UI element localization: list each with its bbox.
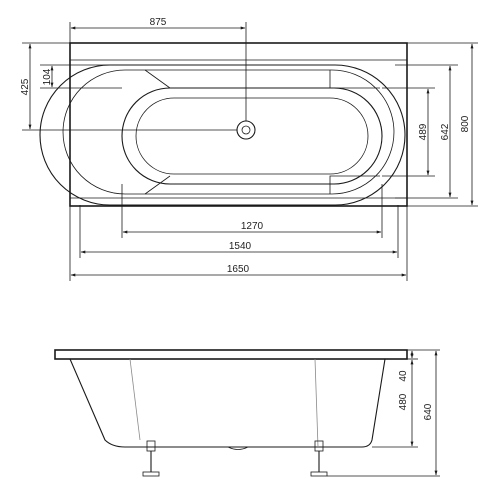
dim-489: 489	[418, 123, 429, 140]
drain-bump	[227, 446, 249, 450]
dim-1650: 1650	[227, 264, 250, 275]
dim-1270: 1270	[241, 221, 264, 232]
dim-1540: 1540	[229, 241, 252, 252]
dim-875: 875	[150, 17, 167, 28]
side-rim	[54, 349, 408, 360]
drain-icon	[236, 120, 256, 140]
dim-800: 800	[460, 115, 471, 132]
basin-outline	[39, 64, 406, 206]
leg-right	[310, 440, 328, 477]
armrest-top	[329, 70, 380, 89]
panel-line	[314, 358, 319, 448]
basin-floor	[121, 87, 383, 185]
tub-outer-rim	[69, 42, 408, 207]
leg-left	[142, 440, 160, 477]
panel-line	[129, 358, 141, 441]
armrest-bottom	[329, 175, 380, 194]
basin-floor-inner	[135, 97, 369, 175]
top-view: 875 425 104 489 642 800 1270 1540	[20, 17, 478, 281]
dim-480: 480	[398, 393, 409, 410]
headrest-bottom	[144, 175, 171, 195]
side-tub-body	[69, 358, 386, 448]
dim-40: 40	[398, 370, 409, 382]
basin-offset	[62, 69, 395, 195]
headrest-top	[144, 69, 171, 89]
dim-640: 640	[423, 403, 434, 420]
dim-642: 642	[440, 123, 451, 140]
dim-104: 104	[42, 68, 53, 85]
dim-425: 425	[20, 78, 31, 95]
side-view: 40 480 640	[54, 349, 440, 477]
